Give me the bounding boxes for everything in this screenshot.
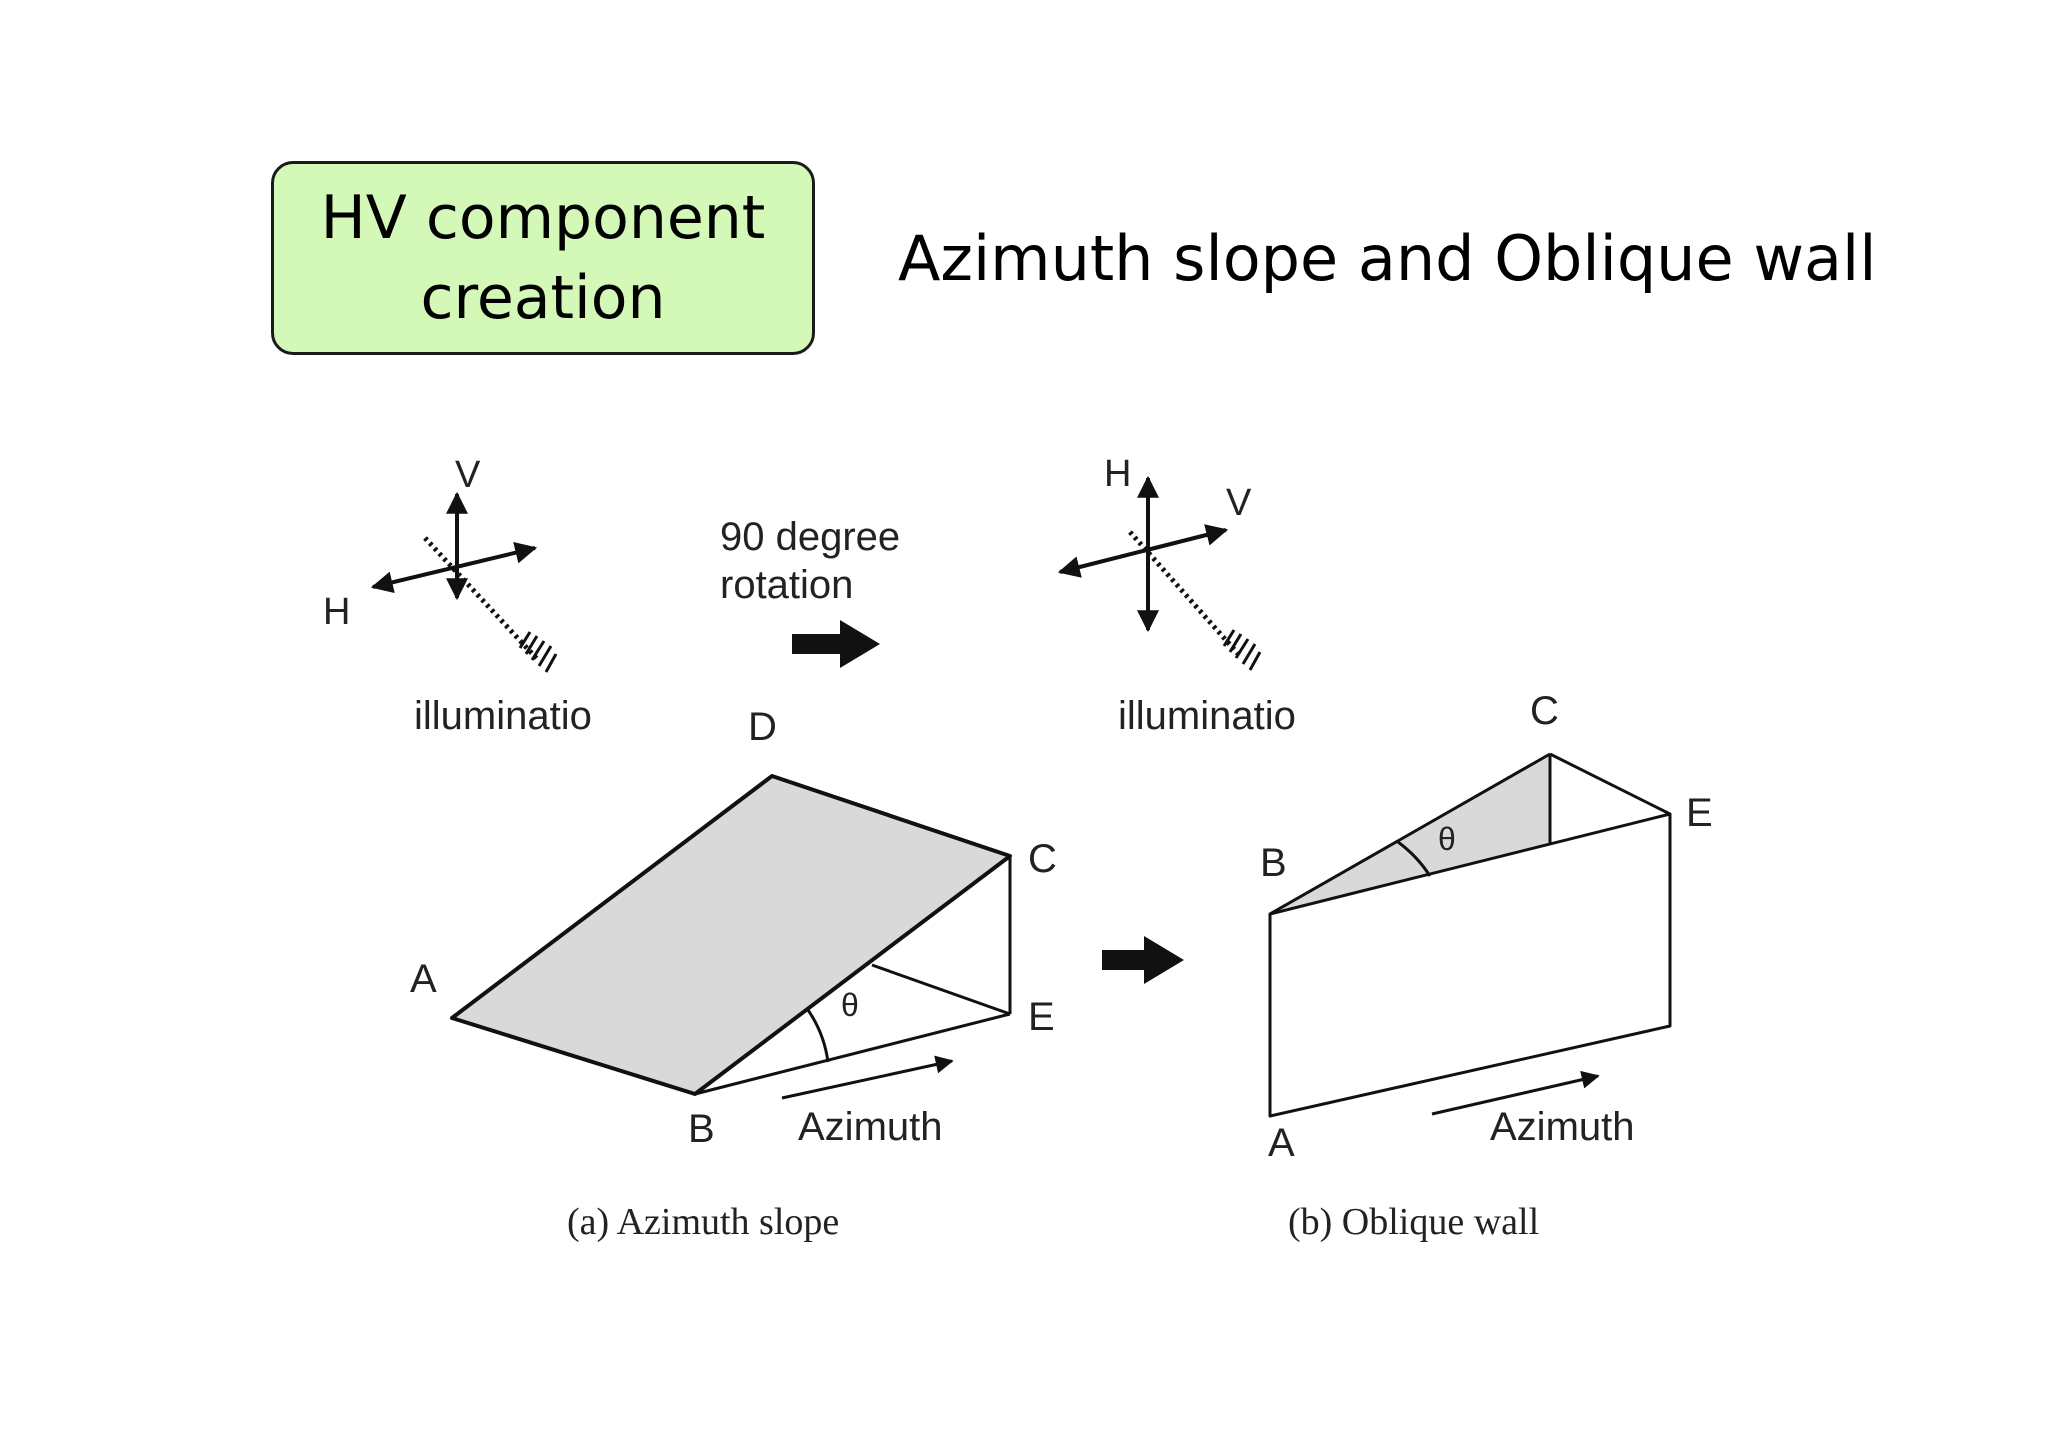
section-tag-line-1: HV component <box>320 183 766 253</box>
rotation-annotation: 90 degree rotation <box>720 515 900 668</box>
section-tag: HV component creation <box>271 161 815 355</box>
right-v-label: V <box>1226 482 1252 524</box>
slope-theta-arc <box>806 1009 830 1063</box>
azimuth-slope-diagram: θ A B C D E Azimuth (a) Azimuth slope <box>410 705 1057 1243</box>
wall-theta-label: θ <box>1438 821 1456 857</box>
left-illumination-hatch <box>518 631 558 673</box>
wall-point-c: C <box>1530 689 1559 733</box>
left-h-axis-arrow <box>370 541 538 594</box>
slope-theta-label: θ <box>841 987 859 1023</box>
slide-title: Azimuth slope and Oblique wall <box>898 222 1877 295</box>
slope-inner-line <box>871 963 1011 1016</box>
slope-edge-be <box>694 1012 1011 1096</box>
wall-point-e: E <box>1686 791 1713 835</box>
left-illumination-line <box>423 536 540 662</box>
left-illumination-label: illuminatio <box>414 694 592 738</box>
left-v-label: V <box>455 454 481 496</box>
wall-edge-ce <box>1549 752 1671 816</box>
right-illumination-hatch <box>1222 629 1262 671</box>
right-h-axis-arrow <box>1057 524 1229 578</box>
slope-azimuth-arrow <box>781 1055 954 1100</box>
slope-point-e: E <box>1028 995 1055 1039</box>
slope-surface-abcd <box>450 774 1012 1096</box>
wall-azimuth-label: Azimuth <box>1490 1105 1635 1149</box>
right-axes: H V illuminatio <box>1057 453 1296 738</box>
wall-point-b: B <box>1260 841 1287 885</box>
wall-front-face <box>1268 812 1672 1118</box>
rotation-label-line-2: rotation <box>720 563 853 607</box>
slope-point-a: A <box>410 957 437 1001</box>
wall-edge-bc <box>1269 752 1551 916</box>
slope-point-d: D <box>748 705 777 749</box>
right-h-label: H <box>1104 453 1131 495</box>
transform-arrow <box>1102 936 1184 984</box>
wall-point-a: A <box>1268 1121 1295 1165</box>
oblique-wall-diagram: θ A B C E Azimuth (b) Oblique wall <box>1260 689 1713 1243</box>
section-tag-line-2: creation <box>420 263 666 333</box>
wall-azimuth-arrow <box>1431 1070 1600 1116</box>
slope-point-b: B <box>688 1107 715 1151</box>
left-h-label: H <box>323 591 350 633</box>
left-axes: V H illuminatio <box>323 454 592 738</box>
slope-azimuth-label: Azimuth <box>798 1105 943 1149</box>
slope-point-c: C <box>1028 837 1057 881</box>
rotation-label-line-1: 90 degree <box>720 515 900 559</box>
right-illumination-label: illuminatio <box>1118 694 1296 738</box>
rotation-arrow <box>792 620 880 668</box>
wall-caption: (b) Oblique wall <box>1288 1201 1539 1243</box>
wall-theta-arc <box>1397 840 1432 877</box>
slope-caption: (a) Azimuth slope <box>567 1201 839 1243</box>
